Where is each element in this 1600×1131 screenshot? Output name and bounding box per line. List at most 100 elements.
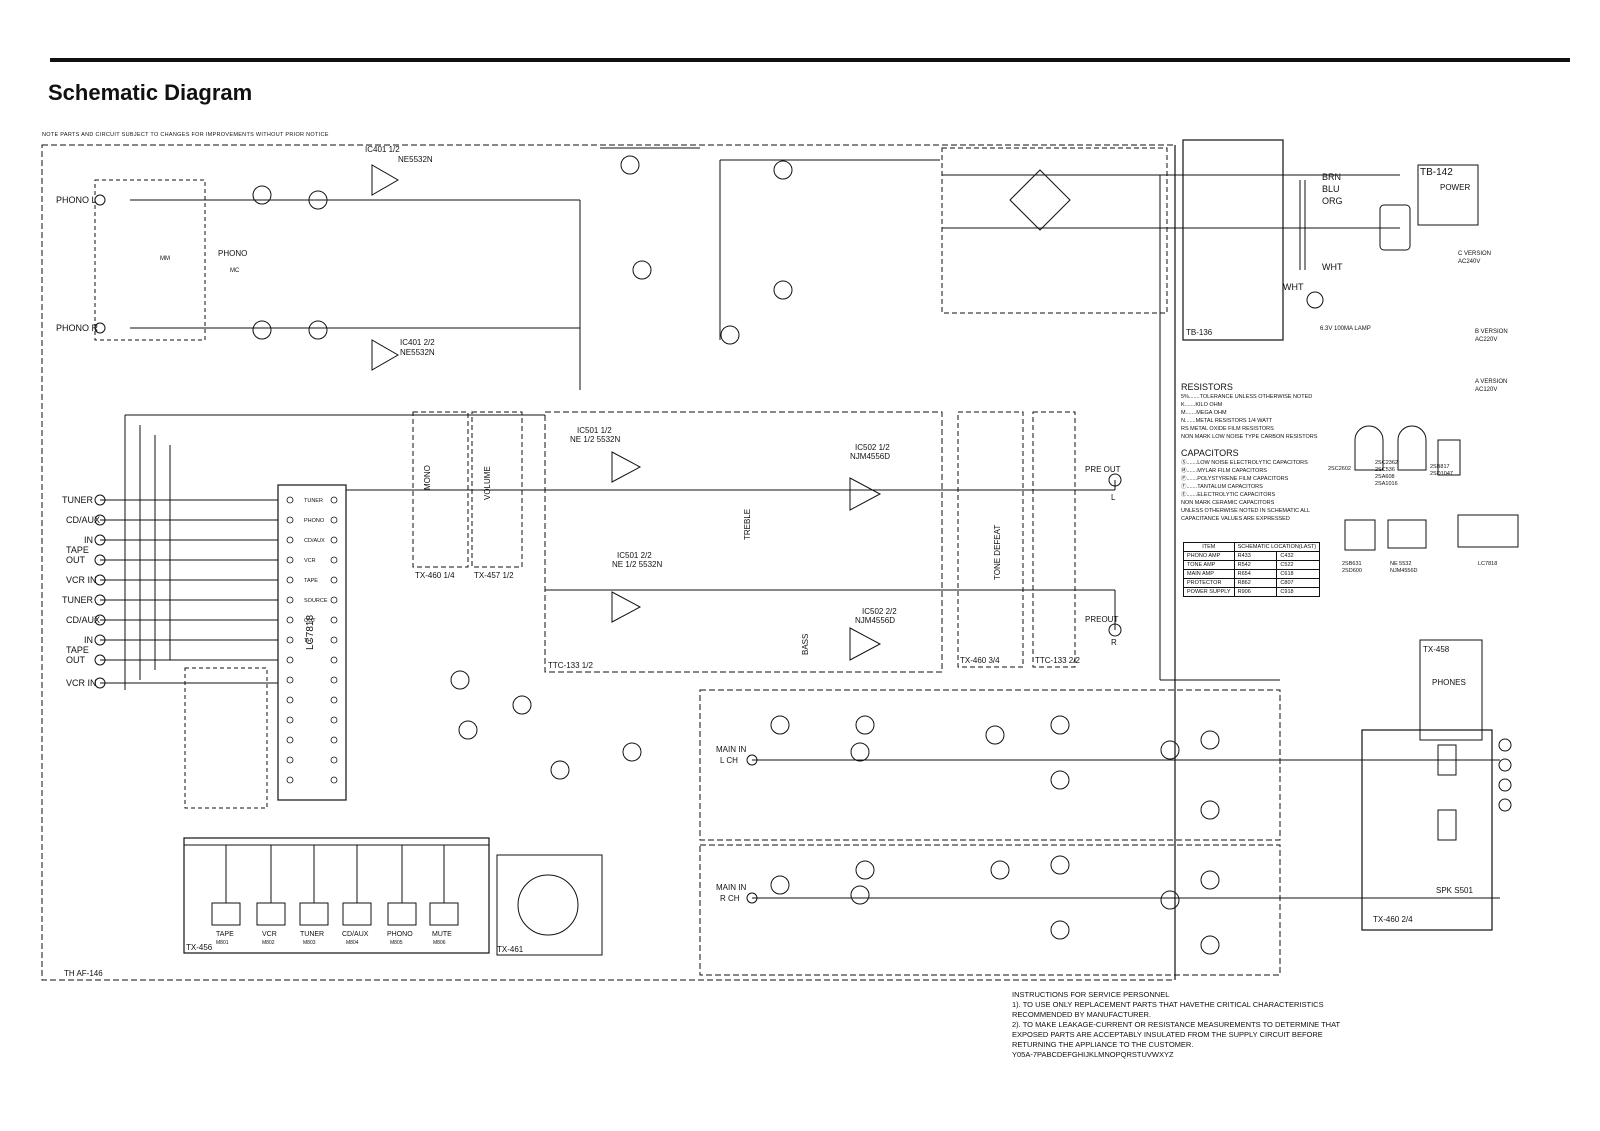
- resistors-line: N.......METAL RESISTORS 1/4 WATT: [1181, 418, 1273, 424]
- table-cell: PROTECTOR: [1183, 578, 1235, 588]
- capacitors-legend: CAPACITORS Ⓢ.......LOW NOISE ELECTROLYTI…: [1181, 448, 1310, 523]
- switch-cdaux-ref: M804: [346, 940, 359, 946]
- resistors-line: RS METAL OXIDE FILM RESISTORS: [1181, 426, 1274, 432]
- capacitors-line: NON MARK CERAMIC CAPACITORS: [1181, 500, 1275, 506]
- lc7818-pin-0: TUNER: [304, 498, 323, 504]
- pkg-2sb631-icon: [1344, 519, 1376, 551]
- tx460-34-label: TX-460 3/4: [960, 656, 1000, 665]
- lc7818-pin-5: SOURCE: [304, 598, 328, 604]
- pkg-dip8-icon: [1387, 519, 1427, 549]
- spk-label: SPK S501: [1436, 886, 1473, 895]
- switch-tape-label: TAPE: [216, 931, 234, 938]
- main-amp-l-frame: [699, 689, 1281, 841]
- pkg-to92-icon: [1397, 425, 1427, 471]
- footer-id: TH AF-146: [64, 969, 103, 978]
- ic401-bot-part: NE5532N: [400, 348, 435, 357]
- c-version-label: C VERSION: [1458, 251, 1491, 257]
- service-instructions: INSTRUCTIONS FOR SERVICE PERSONNEL 1). T…: [1012, 990, 1367, 1060]
- table-cell: C918: [1276, 587, 1321, 597]
- b-version-label: B VERSION: [1475, 329, 1508, 335]
- pkg-2sc2602-icon: [1354, 425, 1384, 471]
- main-amp-r-frame: [699, 844, 1281, 976]
- resistors-legend: RESISTORS 5%.......TOLERANCE UNLESS OTHE…: [1181, 382, 1317, 441]
- treble-label: TREBLE: [743, 509, 752, 540]
- table-row: PROTECTOR R862 C807: [1183, 578, 1321, 588]
- phono-mode-label: PHONO: [218, 249, 247, 258]
- capacitors-line: UNLESS OTHERWISE NOTED IN SCHEMATIC ALL: [1181, 508, 1311, 514]
- table-header: SCHEMATIC LOCATION(LAST): [1233, 542, 1321, 552]
- label-tuner-r: TUNER: [62, 595, 93, 605]
- pre-out-r-label: PREOUT: [1085, 615, 1118, 624]
- ic502-22-label: IC502 2/2: [862, 607, 897, 616]
- c-version-v: AC240V: [1458, 259, 1480, 265]
- lc7818-pin-1: PHONO: [304, 518, 325, 524]
- table-cell: TONE AMP: [1183, 560, 1235, 570]
- switch-tuner-label: TUNER: [300, 931, 324, 938]
- page-title: Schematic Diagram: [48, 80, 253, 105]
- pre-out-l-label: PRE OUT: [1085, 465, 1121, 474]
- label-phono-r: PHONO R: [56, 323, 99, 333]
- table-cell: R542: [1233, 560, 1278, 570]
- bass-label: BASS: [801, 634, 810, 655]
- resistors-title: RESISTORS: [1181, 382, 1233, 392]
- lc7818-pin-7: TH: [304, 638, 311, 644]
- tx456-label: TX-456: [186, 943, 213, 952]
- location-table: ITEM SCHEMATIC LOCATION(LAST) PHONO AMP …: [1183, 542, 1321, 597]
- tb142-frame: [1417, 164, 1479, 226]
- table-cell: POWER SUPPLY: [1183, 587, 1235, 597]
- capacitors-line: Ⓣ.......TANTALUM CAPACITORS: [1181, 484, 1263, 490]
- instructions-item-1: 1). TO USE ONLY REPLACEMENT PARTS THAT H…: [1012, 1000, 1324, 1019]
- pre-out-l-ch: L: [1111, 493, 1116, 502]
- table-row: POWER SUPPLY R906 C918: [1183, 587, 1321, 597]
- table-cell: C618: [1276, 569, 1321, 579]
- main-in-r-label: MAIN IN: [716, 883, 746, 892]
- table-row: MAIN AMP R654 C618: [1183, 569, 1321, 579]
- pkg-to126-icon: [1437, 439, 1461, 476]
- table-cell: C807: [1276, 578, 1321, 588]
- label-tuner-l: TUNER: [62, 495, 93, 505]
- top-rule: [50, 58, 1570, 62]
- tb142-label: TB-142: [1420, 167, 1453, 178]
- wht2-label: WHT: [1283, 282, 1304, 292]
- tone-defeat-label: TONE DEFEAT: [993, 525, 1002, 580]
- resistors-line: M.......MEGA OHM: [1181, 410, 1227, 416]
- table-cell: R906: [1233, 587, 1278, 597]
- switch-tape-ref: M801: [216, 940, 229, 946]
- switch-mute-ref: M806: [433, 940, 446, 946]
- ic502-12-part: NJM4556D: [850, 452, 890, 461]
- ic501-12-label: IC501 1/2: [577, 426, 612, 435]
- pkg-label-5: LC7818: [1478, 561, 1497, 567]
- label-tape-out-l: OUT: [66, 555, 86, 565]
- lc7818-pin-4: TAPE: [304, 578, 318, 584]
- tx457-12-label: TX-457 1/2: [474, 571, 514, 580]
- blu-label: BLU: [1322, 184, 1340, 194]
- table-row: TONE AMP R542 C522: [1183, 560, 1321, 570]
- label-tape-l: TAPE: [66, 545, 89, 555]
- capacitors-line: Ⓢ.......LOW NOISE ELECTROLYTIC CAPACITOR…: [1181, 460, 1308, 466]
- main-in-l-label: MAIN IN: [716, 745, 746, 754]
- wht-label: WHT: [1322, 262, 1343, 272]
- ttc133-frame: [544, 411, 943, 673]
- tb136-frame: [1182, 139, 1284, 341]
- lc7818-chip: [277, 484, 347, 801]
- mc-label: MC: [230, 268, 240, 274]
- table-cell: R433: [1233, 551, 1278, 561]
- switch-vcr-ref: M802: [262, 940, 275, 946]
- a-version-label: A VERSION: [1475, 379, 1507, 385]
- tx460-24-frame: [1361, 729, 1493, 931]
- volume-label: VOLUME: [483, 466, 492, 500]
- lc7818-label: LC7818: [305, 615, 316, 650]
- table-cell: MAIN AMP: [1183, 569, 1235, 579]
- tx460-24-label: TX-460 2/4: [1373, 915, 1413, 924]
- label-tape-r: TAPE: [66, 645, 89, 655]
- phono-input-frame: [94, 179, 206, 341]
- main-board-frame: [41, 144, 1176, 981]
- ttc133-22-frame: [1032, 411, 1076, 668]
- tx461-board: [496, 854, 603, 956]
- resistors-line: K.......KILO OHM: [1181, 402, 1223, 408]
- phones-label: PHONES: [1432, 678, 1466, 687]
- label-tape-in-r: IN: [84, 635, 93, 645]
- ttc133-12-label: TTC-133 1/2: [548, 661, 593, 670]
